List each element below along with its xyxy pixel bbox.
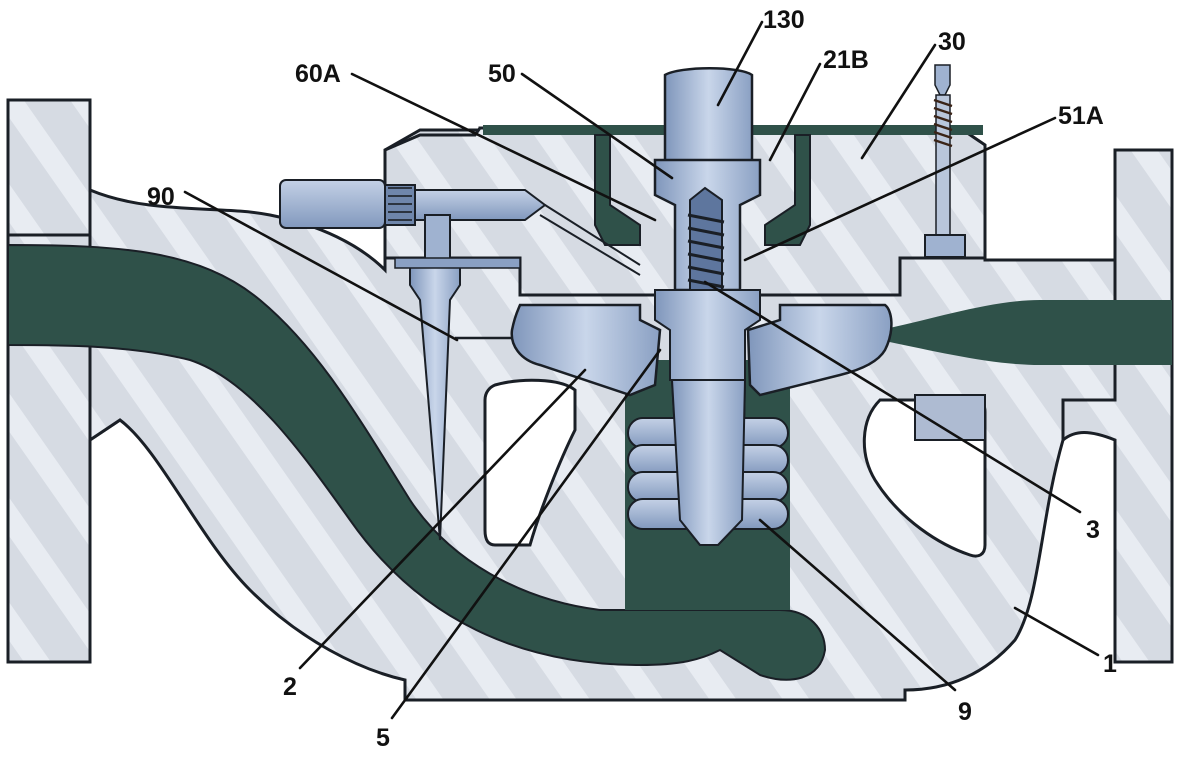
leader-3	[703, 280, 1082, 514]
leader-130	[716, 20, 764, 107]
leader-9	[758, 518, 957, 692]
label-3: 3	[1086, 516, 1100, 544]
label-1: 1	[1103, 650, 1117, 678]
callout-labels: 130 60A 50 21B 30 51A 90 3 1 2 5 9	[147, 6, 1117, 752]
coil-spring	[627, 379, 789, 546]
outlet-flange	[1061, 148, 1174, 664]
leader-5	[390, 348, 662, 720]
label-60a: 60A	[295, 60, 341, 88]
leader-60a	[350, 72, 657, 222]
leader-lines	[183, 20, 1100, 720]
leader-50	[520, 72, 674, 180]
stem-assembly	[627, 67, 789, 546]
left-core-window	[483, 378, 577, 547]
label-50: 50	[488, 60, 516, 88]
leader-1	[1013, 606, 1100, 657]
label-9: 9	[958, 698, 972, 726]
label-51a: 51A	[1058, 102, 1104, 130]
leader-21b	[768, 62, 822, 162]
label-130: 130	[763, 6, 805, 34]
label-2: 2	[283, 673, 297, 701]
label-90: 90	[147, 183, 175, 211]
leader-90	[183, 190, 459, 342]
label-30: 30	[938, 28, 966, 56]
pilot-assembly	[279, 179, 641, 541]
label-5: 5	[376, 724, 390, 752]
leader-51a	[743, 116, 1057, 262]
leader-2	[298, 368, 587, 670]
valve-disc	[510, 303, 893, 397]
leader-30	[860, 43, 937, 160]
label-21b: 21B	[823, 46, 869, 74]
